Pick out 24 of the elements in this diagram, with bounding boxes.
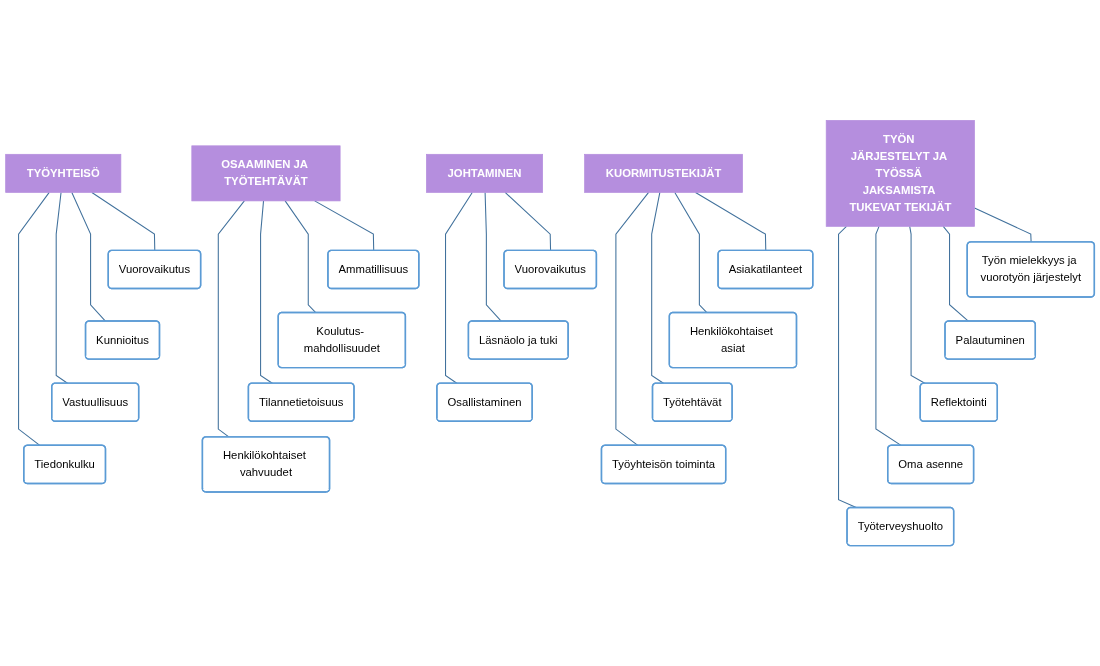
connector: [909, 225, 926, 385]
connector: [484, 191, 502, 322]
connector: [55, 191, 69, 385]
connector: [974, 207, 1032, 243]
connector: [91, 191, 156, 252]
node-box: KUORMITUSTEKIJÄT: [584, 153, 743, 193]
connector: [314, 200, 375, 252]
connector: [615, 191, 650, 447]
connector: [674, 191, 708, 314]
node-box: TYÖN JÄRJESTELYT JA TYÖSSÄ JAKSAMISTA TUKEVAT TEKIJÄT: [825, 120, 975, 227]
connector: [651, 191, 665, 385]
connector: [284, 200, 317, 314]
connector: [504, 191, 552, 252]
node-box: OSAAMINEN JA TYÖTEHTÄVÄT: [191, 145, 341, 202]
connector: [695, 191, 767, 252]
connector: [71, 191, 107, 322]
connector: [942, 225, 970, 322]
connector: [445, 191, 473, 385]
connector: [260, 200, 274, 385]
connector: [875, 225, 902, 447]
connector: [217, 200, 245, 438]
connector: [18, 191, 50, 447]
node-box: JOHTAMINEN: [426, 153, 543, 193]
node-box: TYÖYHTEISÖ: [5, 153, 122, 193]
